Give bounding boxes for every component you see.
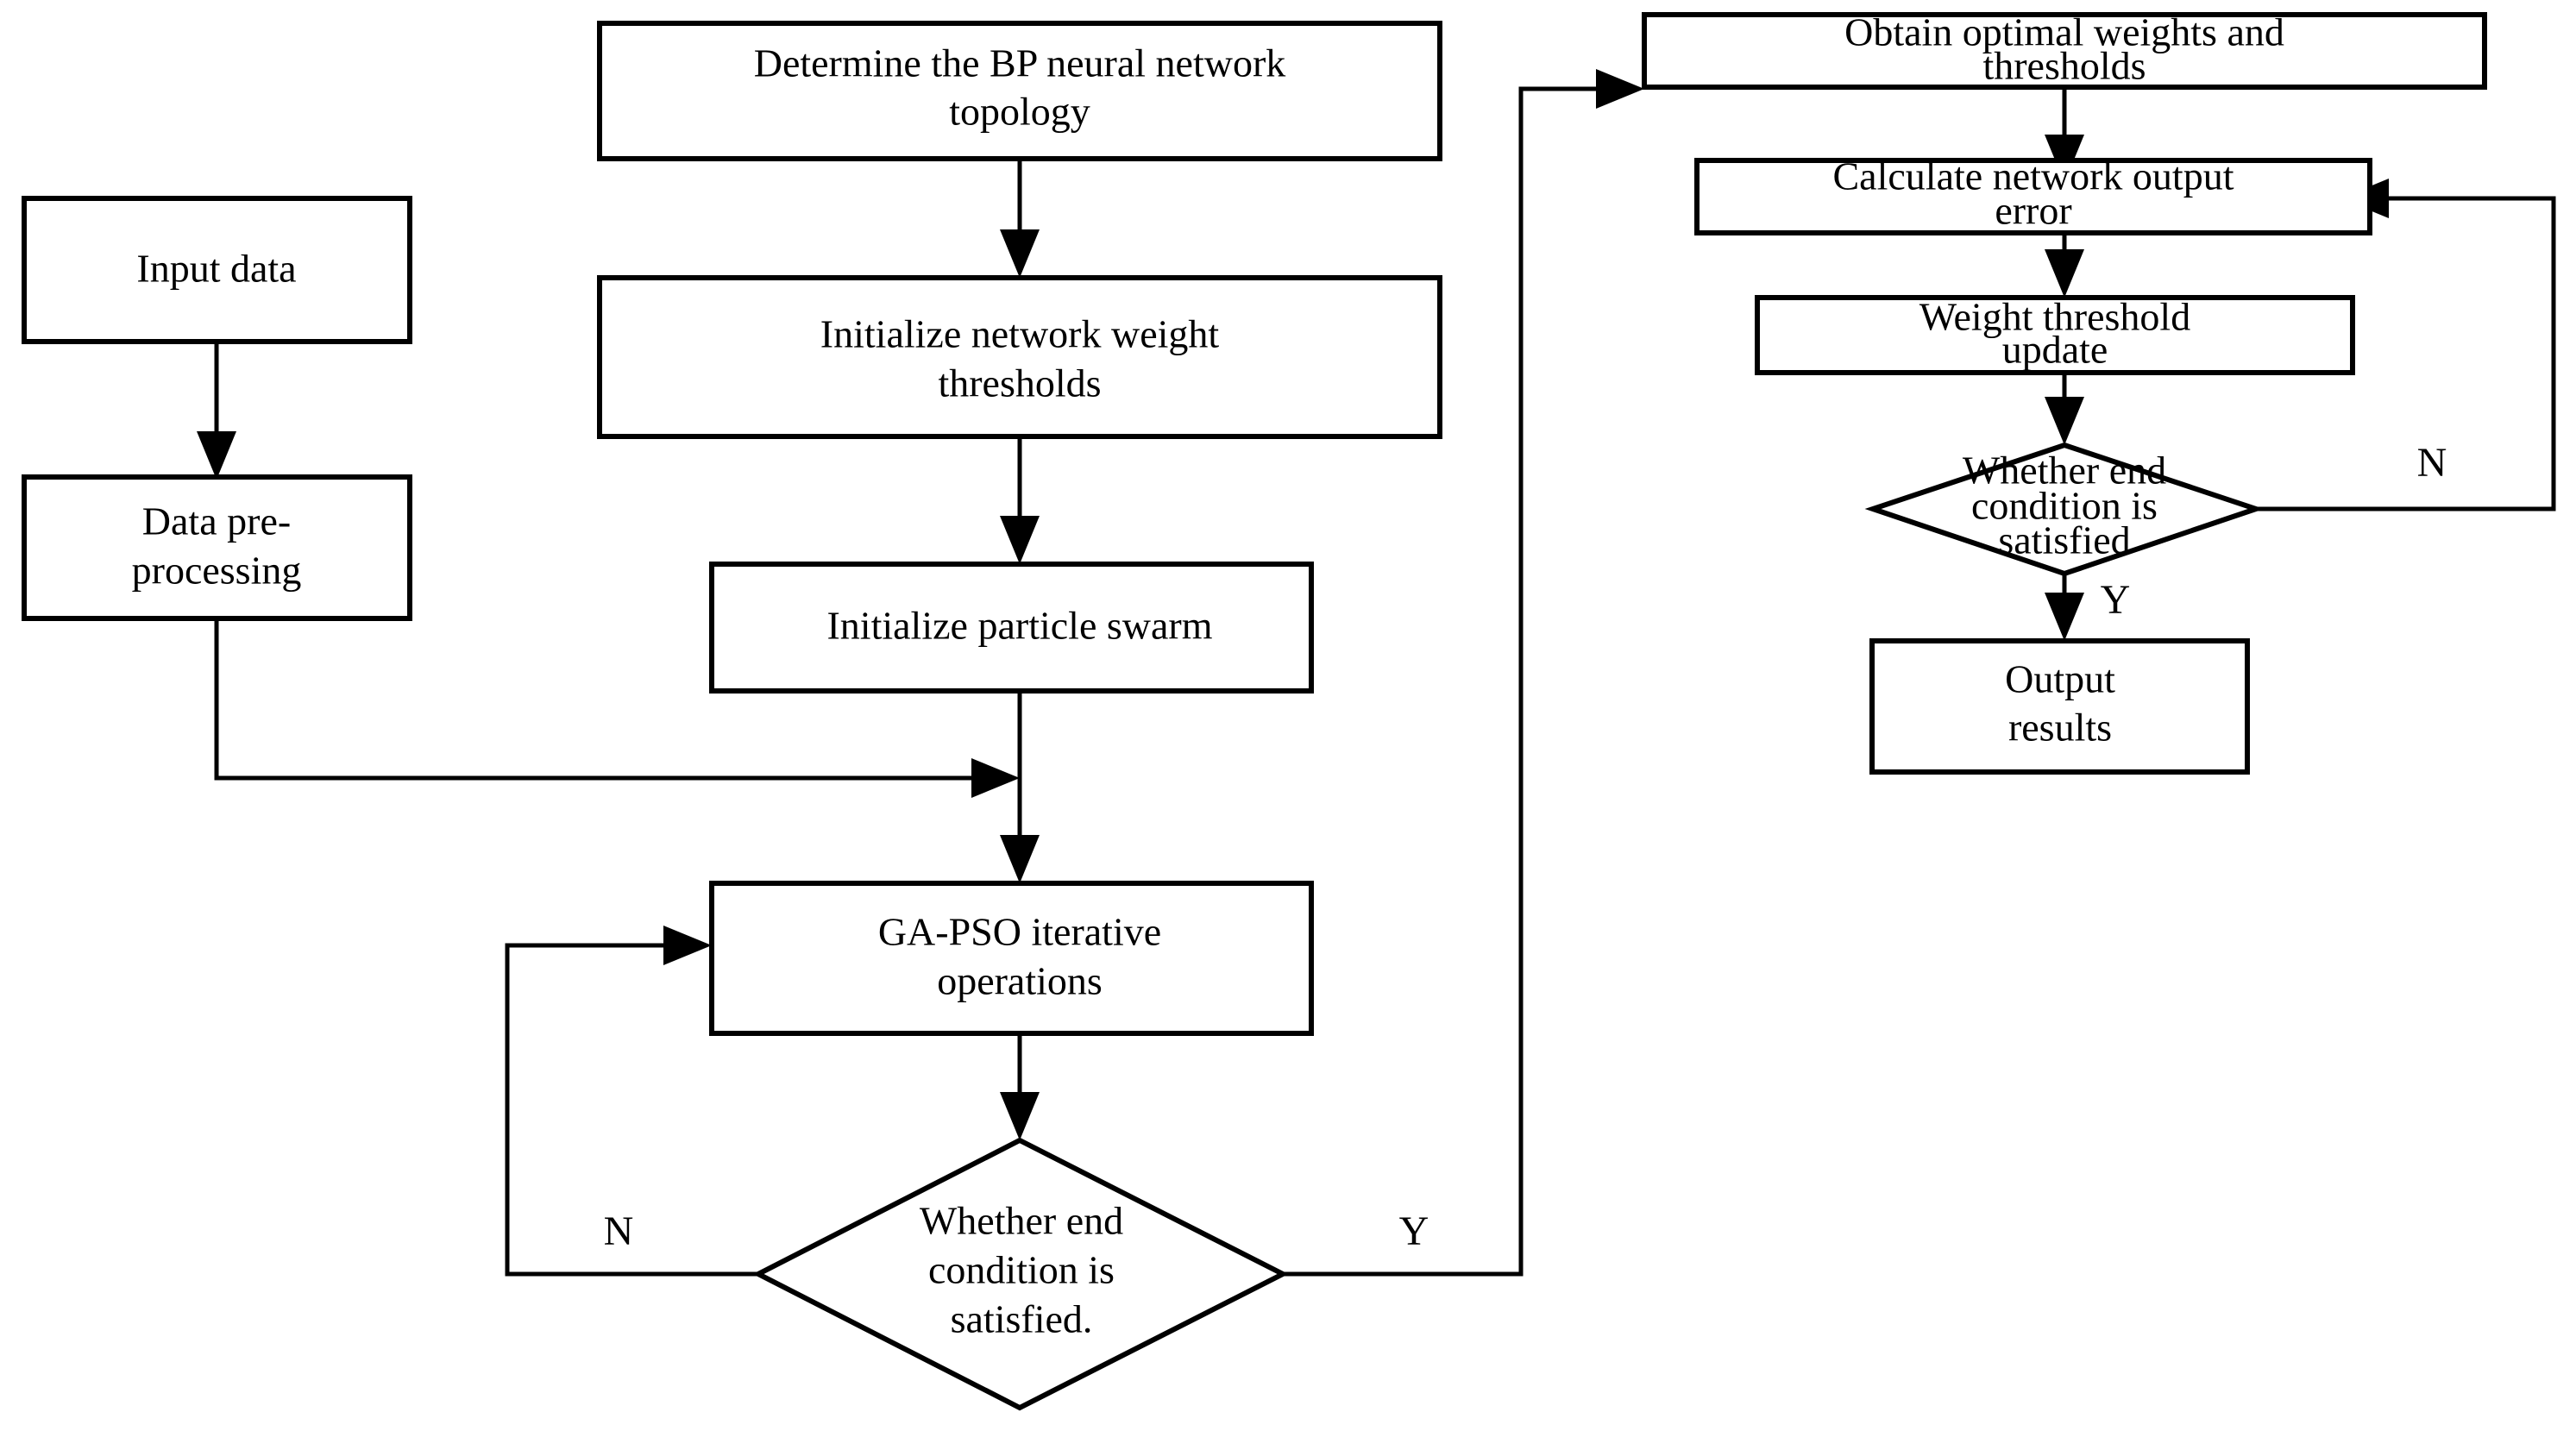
node-input-data[interactable]: Input data — [22, 196, 412, 344]
node-decision-left-label-line3: satisfied. — [951, 1297, 1093, 1341]
node-init-weight-thresholds[interactable]: Initialize network weight thresholds — [597, 275, 1442, 439]
node-weight-threshold-update-label-line1: Weight threshold — [1919, 295, 2190, 339]
node-decision-left-label-line2: condition is — [928, 1248, 1115, 1292]
node-init-weight-thresholds-label-line1: Initialize network weight — [820, 312, 1220, 356]
node-determine-topology-label-line1: Determine the BP neural network — [754, 41, 1286, 85]
node-data-preprocessing-label-line1: Data pre- — [142, 499, 291, 543]
node-output-results-label-line2: results — [2008, 706, 2112, 750]
edge-weightupdate-to-decisionright — [2045, 373, 2084, 445]
edge-initswarm-to-gapso — [1000, 691, 1040, 883]
node-output-results-label-line1: Output — [2005, 657, 2115, 701]
node-calculate-error-label-line2: error — [1995, 189, 2071, 233]
node-decision-left[interactable]: Whether end condition is satisfied. — [752, 1137, 1289, 1411]
node-obtain-optimal-label-line1: Obtain optimal weights and — [1844, 10, 2284, 54]
node-decision-left-label-line1: Whether end — [920, 1199, 1123, 1243]
edge-preprocessing-to-gapso — [214, 618, 1020, 798]
node-decision-right[interactable]: Whether end condition is satisfied — [1864, 442, 2265, 577]
node-ga-pso-iterative-label-line1: GA-PSO iterative — [878, 910, 1161, 954]
edge-initweights-to-initswarm — [1000, 436, 1040, 564]
node-determine-topology-label-line2: topology — [949, 90, 1090, 134]
edge-input-to-preprocessing — [197, 342, 236, 480]
node-ga-pso-iterative[interactable]: GA-PSO iterative operations — [709, 881, 1314, 1036]
node-decision-right-label-line1: Whether end — [1963, 449, 2166, 493]
node-weight-threshold-update-label-line2: update — [2002, 328, 2108, 372]
edge-label-right-yes: Y — [2101, 577, 2131, 623]
edge-label-left-no: N — [604, 1208, 634, 1254]
edge-decisionleft-yes-to-obtain — [1283, 69, 1644, 1277]
node-output-results[interactable]: Output results — [1869, 638, 2250, 775]
node-calculate-error[interactable]: Calculate network output error — [1694, 154, 2372, 235]
node-determine-topology[interactable]: Determine the BP neural network topology — [597, 21, 1442, 161]
edge-topology-to-initweights — [1000, 159, 1040, 278]
node-obtain-optimal-label-line2: thresholds — [1982, 44, 2146, 88]
node-weight-threshold-update[interactable]: Weight threshold update — [1755, 295, 2355, 375]
edge-label-right-no: N — [2417, 440, 2447, 486]
node-calculate-error-label-line1: Calculate network output — [1833, 154, 2234, 198]
node-input-data-label: Input data — [136, 247, 296, 291]
node-init-weight-thresholds-label-line2: thresholds — [938, 361, 1101, 405]
node-init-particle-swarm[interactable]: Initialize particle swarm — [709, 562, 1314, 694]
node-init-particle-swarm-label: Initialize particle swarm — [826, 604, 1212, 648]
edge-decisionright-yes-to-output — [2045, 574, 2084, 641]
edge-calcerror-to-weightupdate — [2045, 233, 2084, 298]
node-decision-right-label-line2: condition is — [1971, 484, 2158, 528]
edge-decisionleft-no-loop — [505, 926, 758, 1277]
node-obtain-optimal[interactable]: Obtain optimal weights and thresholds — [1642, 10, 2487, 90]
edge-label-left-yes: Y — [1399, 1208, 1429, 1254]
node-data-preprocessing-label-line2: processing — [132, 549, 302, 593]
node-data-preprocessing[interactable]: Data pre- processing — [22, 474, 412, 621]
node-decision-right-label-line3: satisfied — [1998, 518, 2130, 562]
node-ga-pso-iterative-label-line2: operations — [937, 959, 1103, 1003]
edge-gapso-to-decisionleft — [1000, 1033, 1040, 1140]
